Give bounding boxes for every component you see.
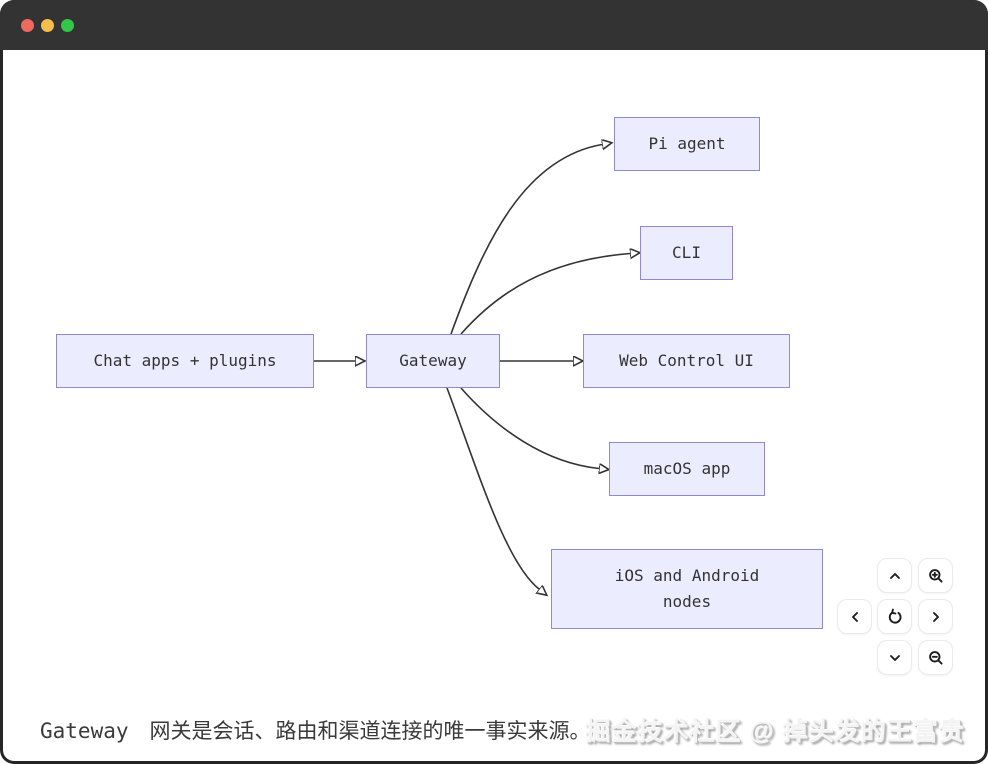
node-label: macOS app xyxy=(643,459,731,478)
maximize-button[interactable] xyxy=(61,18,74,32)
node-label: Chat apps + plugins xyxy=(93,351,277,370)
reset-view-button[interactable] xyxy=(877,599,912,634)
node-web-control-ui: Web Control UI xyxy=(583,334,790,388)
edge-gateway-ios xyxy=(446,387,539,589)
chevron-down-icon xyxy=(889,654,900,661)
node-label: CLI xyxy=(672,243,701,262)
node-label: Web Control UI xyxy=(619,351,754,370)
close-button[interactable] xyxy=(21,18,34,32)
node-label: Pi agent xyxy=(648,134,726,153)
node-label: Gateway xyxy=(399,351,467,370)
magnifier-plus-icon xyxy=(928,568,943,583)
rotate-ccw-icon xyxy=(888,608,901,624)
community-watermark: 掘金技术社区 @ 掉头发的王富贵 xyxy=(585,718,965,746)
chevron-up-icon xyxy=(889,572,900,579)
zoom-in-button[interactable] xyxy=(918,558,953,593)
node-label: iOS and Android nodes xyxy=(614,566,760,611)
edge-gateway-pi xyxy=(450,145,602,335)
pan-up-button[interactable] xyxy=(877,558,912,593)
node-ios-android-nodes: iOS and Android nodes xyxy=(551,549,823,629)
node-chat-apps-plugins: Chat apps + plugins xyxy=(56,334,314,388)
zoom-out-button[interactable] xyxy=(918,640,953,675)
node-pi-agent: Pi agent xyxy=(614,117,760,171)
pan-down-button[interactable] xyxy=(877,640,912,675)
window-titlebar xyxy=(0,0,988,50)
diagram-caption: Gateway 网关是会话、路由和渠道连接的唯一事实来源。 xyxy=(40,719,591,743)
edge-gateway-macos xyxy=(460,387,599,469)
magnifier-minus-icon xyxy=(928,650,943,665)
node-gateway: Gateway xyxy=(366,334,500,388)
chevron-right-icon xyxy=(932,611,939,622)
chevron-left-icon xyxy=(851,611,858,622)
node-macos-app: macOS app xyxy=(609,442,765,496)
pan-left-button[interactable] xyxy=(837,599,872,634)
node-cli: CLI xyxy=(640,226,733,280)
minimize-button[interactable] xyxy=(41,18,54,32)
edge-gateway-cli xyxy=(460,254,630,335)
pan-right-button[interactable] xyxy=(918,599,953,634)
